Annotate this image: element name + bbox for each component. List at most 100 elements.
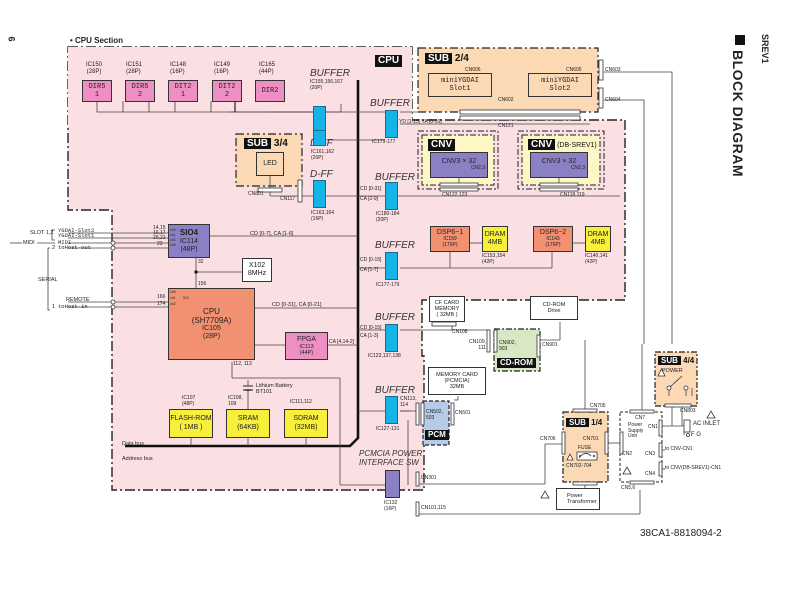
bus-label: CD [0-15]: [360, 325, 382, 331]
connector-label: CN603: [605, 67, 621, 73]
flash-rom-chip: FLASH-ROM( 1MB ): [169, 409, 213, 438]
led-block: LED: [256, 152, 284, 176]
main-bus: [125, 80, 360, 448]
connector-label: CN604: [605, 97, 621, 103]
model-label: SREV1: [760, 34, 770, 64]
connector-label: CN5,6: [621, 485, 636, 491]
connector-label: CN4: [645, 471, 656, 477]
pin-label: 32: [198, 259, 204, 265]
connector-label: CN705: [590, 403, 606, 409]
cpu-chip: CPU(SH7709A)IC105(28P): [168, 288, 255, 360]
dff-ic: IC161,162(20P): [311, 149, 335, 161]
buffer-ic: IC173-177: [372, 139, 396, 145]
buffer-chip: [313, 106, 326, 132]
connector-label: CN501: [455, 410, 471, 416]
memory-ic: IC108,109: [228, 395, 243, 407]
buffer-chip: [385, 396, 398, 424]
pin-label: 156: [198, 281, 207, 287]
dff-label: D-FF: [310, 169, 333, 180]
cnv1-badge: CNV: [428, 139, 456, 151]
connector-label: CN706: [540, 436, 556, 442]
address-bus-label: Address bus: [122, 456, 153, 462]
channel-label: ch2: [170, 238, 176, 242]
dram-ic: IC153,154(42P): [482, 253, 506, 265]
connector-label: CN3: [645, 451, 656, 457]
connector-label: CN108: [452, 329, 468, 335]
connector-label: CN101,115: [421, 505, 446, 511]
ygdai-slot1-label: YGDAI-Slot1: [58, 232, 95, 239]
pin-label: 20,21: [153, 235, 166, 241]
connector-label: CN121: [498, 123, 514, 129]
buffer-label: BUFFER: [375, 385, 415, 396]
dir-ic-label: IC151(28P): [126, 62, 143, 75]
cnv2-badge: CNV (DB-SREV1): [528, 139, 597, 152]
connector-label: CN1: [648, 424, 659, 430]
buffer-label: BUFFER: [375, 172, 415, 183]
fg-label: F G: [691, 432, 701, 438]
bus-label: CD [0-7], CA [1-6]: [250, 231, 294, 237]
dff-ic: IC163,164(16P): [311, 210, 335, 222]
doc-code: 38CA1-8818094-2: [640, 528, 722, 539]
port-num: 2: [52, 245, 56, 251]
slot-label: SLOT 1,2: [30, 230, 54, 236]
sub34-badge: SUB 3/4: [244, 138, 288, 150]
bus-label: CA [2-9]: [360, 196, 379, 202]
cdrom-badge: CD-ROM: [497, 358, 536, 368]
bus-label: CA [1-3]: [360, 333, 379, 339]
pin-label: 174: [157, 301, 166, 307]
memory-ic: IC111,112: [290, 399, 312, 405]
connector-label: CN606: [465, 67, 481, 73]
pin-label: 112, 113: [233, 361, 252, 367]
power-switch-label: POWER: [662, 368, 683, 374]
dir-ic-label: IC150(28P): [86, 62, 103, 75]
pin-label: 166: [157, 294, 166, 300]
buffer-chip: [385, 252, 398, 280]
cpu-section-heading: • CPU Section: [70, 36, 124, 45]
buffer-label: BUFFER: [375, 312, 415, 323]
connector-label: CN7: [635, 415, 646, 421]
channel-label: ch2: [170, 302, 176, 306]
buffer-label: BUFFER: [375, 240, 415, 251]
sci-label: SCI: [183, 296, 189, 300]
ygdai-slot2-label: YGDAI-Slot2: [58, 227, 95, 234]
to-host-in-port: toHost-in: [58, 303, 88, 310]
bus-label: CD [0-15]: [360, 257, 382, 263]
connector-label: CN118,119: [560, 192, 585, 198]
buffer-chip: [385, 182, 398, 210]
bus-label: CA [4,14-2]: [329, 339, 355, 345]
buffer-label: BUFFER: [310, 68, 350, 79]
connector-label: CN109, 111: [469, 339, 486, 351]
pcmcia-sw-chip: [385, 470, 400, 498]
midi-label: MIDI: [23, 240, 35, 246]
pin-label: 16,17: [153, 230, 166, 236]
channel-label: ch3: [170, 243, 176, 247]
buffer-ic: IC155,156,167(20P): [310, 79, 343, 91]
ac-inlet-label: AC INLET: [693, 421, 721, 427]
connector-label: CN702-704: [566, 463, 592, 469]
page-title: BLOCK DIAGRAM: [730, 50, 746, 178]
pin-label: 23: [157, 241, 163, 247]
dir-chip: DIR2: [255, 80, 285, 102]
cpu-badge: CPU: [375, 55, 403, 67]
pcm-badge: PCM: [425, 430, 449, 440]
channel-label: ch0: [170, 228, 176, 232]
channel-label: ch1: [170, 296, 176, 300]
sdram-chip: SDRAM(32MB): [284, 409, 328, 438]
buffer-chip: [385, 324, 398, 352]
data-bus-label: Data bus: [122, 441, 145, 447]
